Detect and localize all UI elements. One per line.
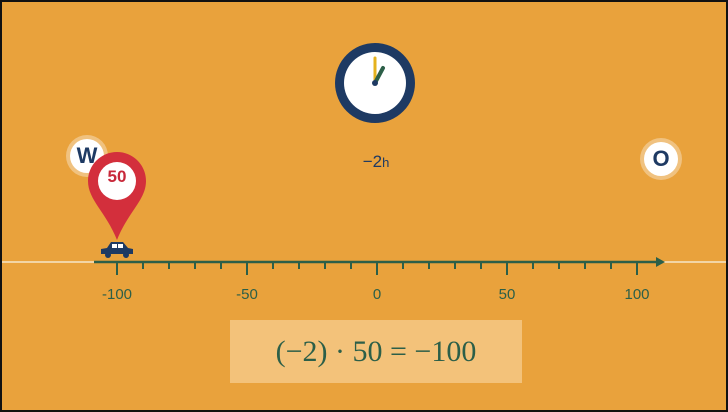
map-pin-icon bbox=[88, 152, 146, 240]
time-label: −2h bbox=[338, 152, 414, 172]
tick-label: 50 bbox=[498, 286, 516, 303]
axis-arrow bbox=[656, 257, 665, 267]
tick-label: -50 bbox=[236, 286, 258, 303]
time-unit: h bbox=[382, 155, 390, 170]
equation-box: (−2) · 50 = −100 bbox=[230, 320, 522, 383]
speed-label: 50 bbox=[107, 167, 127, 186]
number-line bbox=[2, 257, 726, 275]
west-badge: W bbox=[70, 139, 104, 173]
east-badge: O bbox=[644, 142, 678, 176]
car-icon bbox=[101, 242, 133, 258]
tick-label: 100 bbox=[624, 286, 650, 303]
clock-icon bbox=[334, 42, 416, 124]
tick-label: -100 bbox=[101, 286, 133, 303]
time-value: −2 bbox=[362, 152, 383, 171]
tick-label: 0 bbox=[372, 286, 382, 303]
